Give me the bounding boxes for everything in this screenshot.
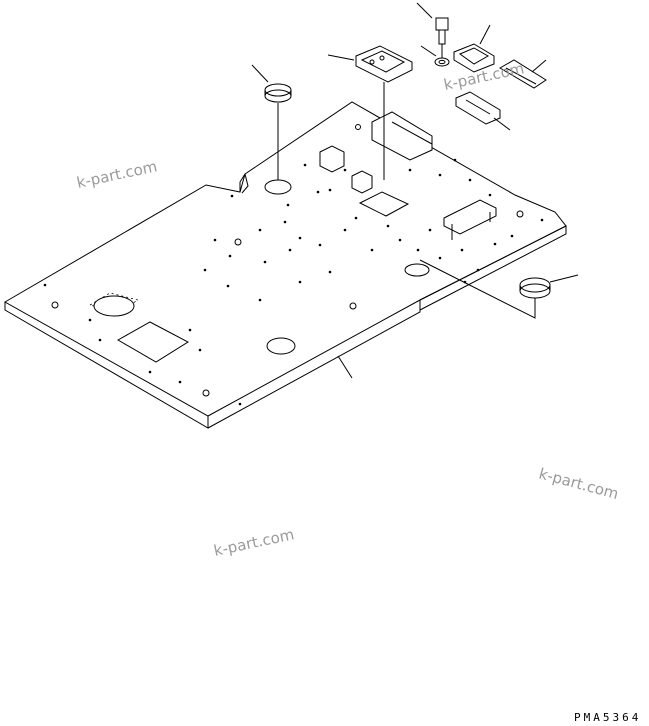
floor-brackets — [319, 111, 497, 240]
grommet-right — [519, 277, 551, 293]
cover-plate-left — [355, 45, 413, 83]
drawing-code: PMA5364 — [574, 711, 641, 724]
cover-plate-right — [453, 43, 495, 73]
bolt-shank — [438, 29, 446, 45]
watermarks: k-part.com k-part.com k-part.com k-part.… — [75, 59, 620, 560]
watermark-3: k-part.com — [537, 464, 621, 503]
clamp-bracket — [455, 91, 501, 125]
exploded-parts — [264, 17, 551, 299]
bolt-head — [435, 17, 449, 31]
watermark-1: k-part.com — [75, 157, 159, 192]
seal-strip — [499, 59, 547, 89]
leader-lines — [251, 2, 579, 379]
watermark-4: k-part.com — [212, 525, 296, 560]
floor-dots — [43, 124, 544, 406]
floor-plate — [3, 101, 567, 429]
assembly-lines — [277, 44, 536, 319]
